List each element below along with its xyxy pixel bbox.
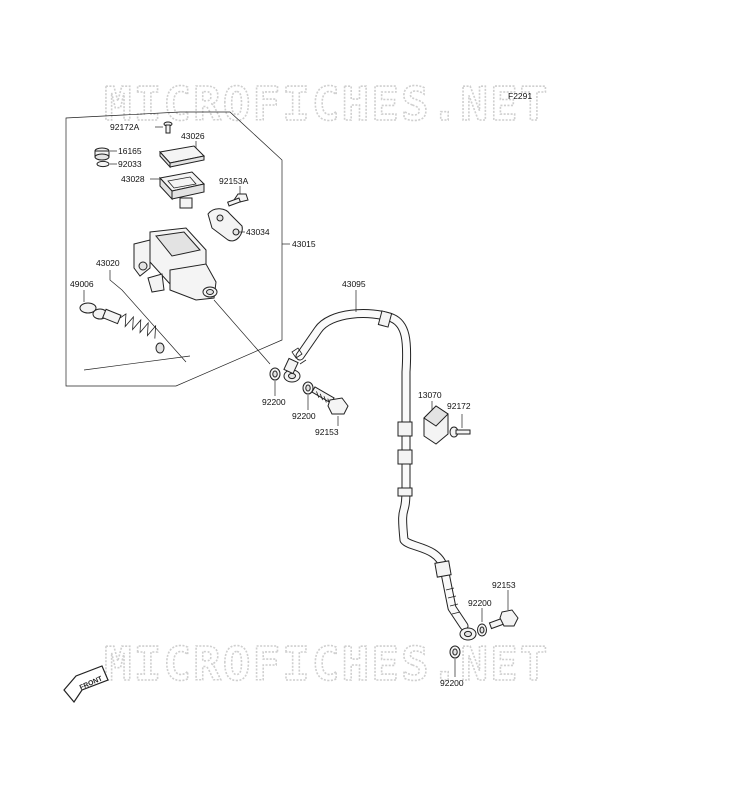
screw-92172A: [163, 121, 173, 134]
banjo-fitting-lower: [459, 627, 477, 641]
banjo-fitting-upper: [283, 357, 301, 383]
label-92172A: 92172A: [110, 122, 140, 132]
reservoir-cap-43026: [159, 145, 206, 169]
bolt-92153A: [227, 193, 249, 207]
master-cylinder-body: [133, 227, 218, 301]
label-92200-upper-left: 92200: [262, 397, 286, 407]
label-92033: 92033: [118, 159, 142, 169]
assembly-outline: [65, 111, 283, 387]
piston-spring-49006: [79, 302, 165, 354]
ring-92033: [96, 160, 110, 168]
bolt-92153-upper: [311, 386, 349, 415]
leader-kit-lower: [83, 355, 191, 371]
front-arrow-icon: FRONT: [63, 665, 109, 704]
label-43034: 43034: [246, 227, 270, 237]
watermark-bottom: MICROFICHES.NET: [104, 637, 549, 691]
label-13070: 13070: [418, 390, 442, 400]
label-16165: 16165: [118, 146, 142, 156]
leader-outlet: [213, 299, 271, 365]
screw-92172: [449, 426, 471, 438]
label-43095: 43095: [342, 279, 366, 289]
label-43020: 43020: [96, 258, 120, 268]
brake-hose-43095: [291, 309, 469, 631]
label-92200-upper-right: 92200: [292, 411, 316, 421]
clamp-43034: [207, 208, 243, 242]
label-43015: 43015: [292, 239, 316, 249]
figure-code: F2291: [508, 91, 532, 101]
watermark-top: MICROFICHES.NET: [104, 77, 549, 131]
label-43028: 43028: [121, 174, 145, 184]
bolt-92153-lower: [488, 609, 519, 630]
boot-16165: [94, 147, 110, 161]
hose-clamp-13070: [423, 405, 449, 445]
diaphragm-43028: [159, 171, 206, 209]
label-92172: 92172: [447, 401, 471, 411]
label-92200-lower-right: 92200: [468, 598, 492, 608]
leader-43020: [109, 270, 187, 363]
label-43026: 43026: [181, 131, 205, 141]
label-49006: 49006: [70, 279, 94, 289]
label-92200-lower-left: 92200: [440, 678, 464, 688]
label-92153A: 92153A: [219, 176, 249, 186]
label-92153-upper: 92153: [315, 427, 339, 437]
label-92153-lower: 92153: [492, 580, 516, 590]
